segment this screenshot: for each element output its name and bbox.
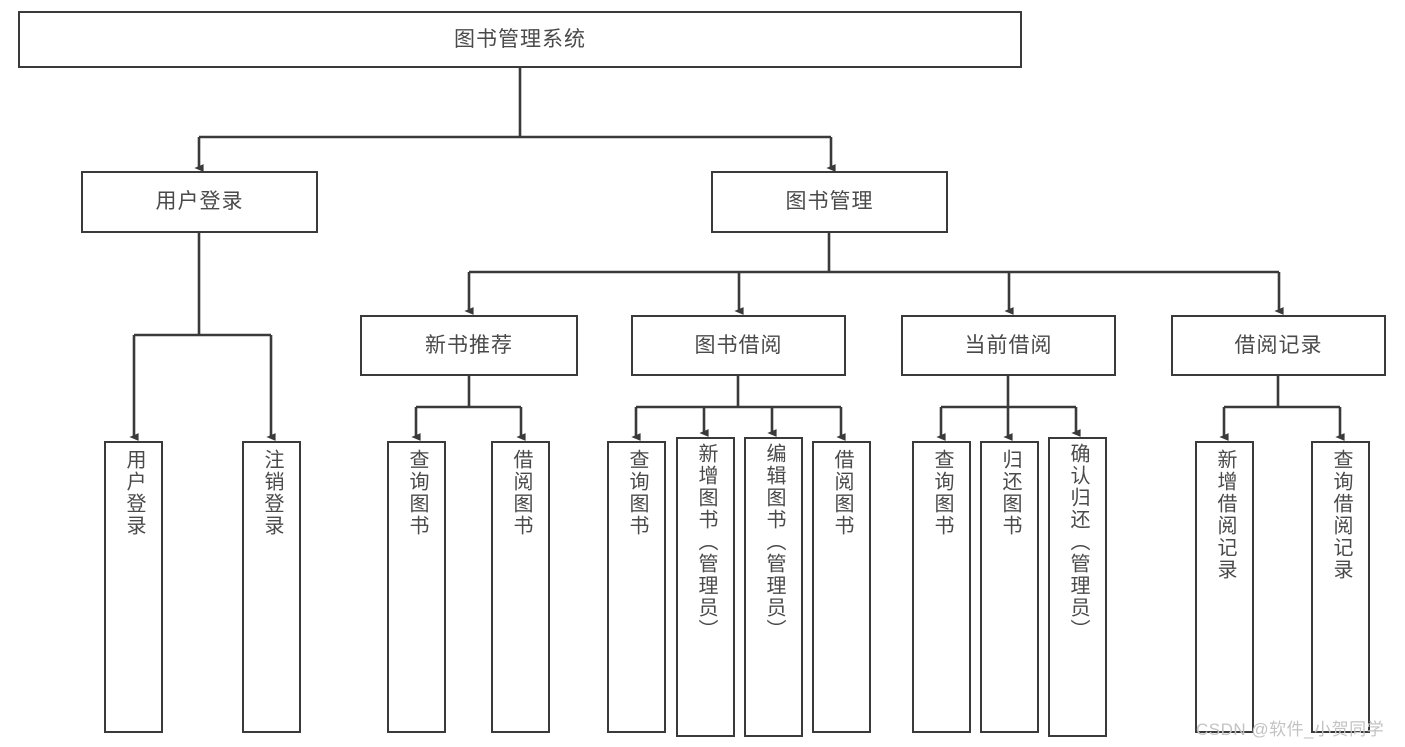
leaf-add-record[interactable]: 新增借阅记录	[1195, 441, 1254, 733]
leaf-return-book-label: 归还图书	[999, 449, 1021, 537]
leaf-add-book[interactable]: 新增图书（管理员）	[676, 437, 735, 737]
leaf-query-record[interactable]: 查询借阅记录	[1311, 441, 1370, 733]
node-root-label: 图书管理系统	[454, 27, 586, 51]
leaf-borrow-book[interactable]: 借阅图书	[812, 441, 871, 733]
leaf-user-logout[interactable]: 注销登录	[242, 441, 301, 733]
leaf-borrow-book-rec-label: 借阅图书	[510, 449, 532, 537]
node-user-login-label: 用户登录	[155, 190, 244, 214]
leaf-edit-book-label: 编辑图书（管理员）	[763, 443, 785, 641]
node-book-manage-label: 图书管理	[785, 190, 874, 214]
leaf-add-book-label: 新增图书（管理员）	[695, 443, 717, 641]
leaf-user-login-label: 用户登录	[123, 449, 145, 537]
leaf-confirm-return[interactable]: 确认归还（管理员）	[1048, 437, 1107, 737]
leaf-query-book-borrow[interactable]: 查询图书	[607, 441, 666, 733]
leaf-query-book-rec-label: 查询图书	[406, 449, 428, 537]
node-book-manage[interactable]: 图书管理	[711, 171, 948, 233]
node-borrow-record[interactable]: 借阅记录	[1171, 315, 1386, 376]
leaf-query-book-cur-label: 查询图书	[931, 449, 953, 537]
leaf-query-book-cur[interactable]: 查询图书	[912, 441, 971, 733]
leaf-user-logout-label: 注销登录	[261, 449, 283, 537]
leaf-edit-book[interactable]: 编辑图书（管理员）	[744, 437, 803, 737]
csdn-watermark: CSDN @软件_小贺同学	[1196, 720, 1385, 739]
leaf-add-record-label: 新增借阅记录	[1214, 449, 1236, 581]
node-new-book-rec-label: 新书推荐	[425, 333, 513, 357]
leaf-borrow-book-label: 借阅图书	[831, 449, 853, 537]
leaf-query-record-label: 查询借阅记录	[1330, 449, 1352, 581]
node-new-book-rec[interactable]: 新书推荐	[360, 315, 578, 376]
node-book-borrow[interactable]: 图书借阅	[631, 315, 846, 376]
leaf-borrow-book-rec[interactable]: 借阅图书	[491, 441, 550, 733]
node-current-borrow[interactable]: 当前借阅	[901, 315, 1116, 376]
node-current-borrow-label: 当前借阅	[964, 333, 1053, 357]
node-borrow-record-label: 借阅记录	[1234, 333, 1323, 357]
leaf-confirm-return-label: 确认归还（管理员）	[1067, 443, 1089, 641]
node-user-login[interactable]: 用户登录	[81, 171, 318, 233]
leaf-query-book-rec[interactable]: 查询图书	[387, 441, 446, 733]
node-book-borrow-label: 图书借阅	[694, 333, 783, 357]
leaf-user-login[interactable]: 用户登录	[104, 441, 163, 733]
leaf-return-book[interactable]: 归还图书	[980, 441, 1039, 733]
node-root[interactable]: 图书管理系统	[18, 11, 1022, 68]
leaf-query-book-borrow-label: 查询图书	[626, 449, 648, 537]
